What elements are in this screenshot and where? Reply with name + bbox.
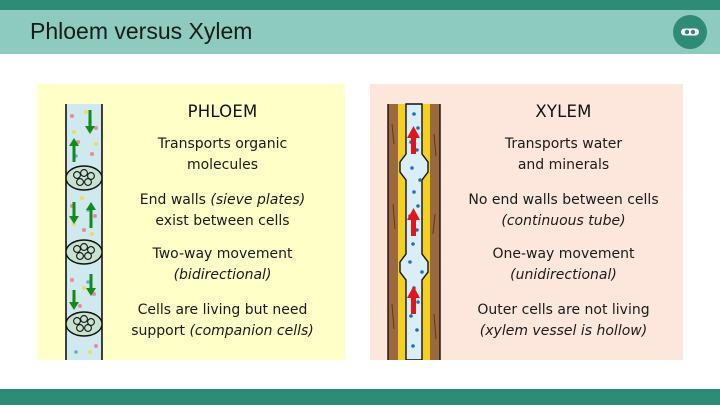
title-bar [0,10,720,54]
slide-title: Phloem versus Xylem [30,18,253,44]
phloem-function-line1: Transports organic [157,136,288,152]
phloem-end-walls-line2: exist between cells [155,213,290,229]
xylem-movement-line2: (unidirectional) [456,265,671,286]
phloem-living-note: (companion cells) [189,323,314,339]
bottom-accent-stripe [0,389,720,405]
xylem-end-walls-note: (continuous tube) [501,213,626,229]
top-accent-stripe [0,0,720,10]
xylem-living-note: (xylem vessel is hollow) [479,323,648,339]
xylem-function-line1: Transports water [504,136,623,152]
phloem-end-walls-line1: End walls (sieve plates) [115,190,330,211]
phloem-column: PHLOEM Transports organic molecules End … [115,84,330,360]
xylem-end-walls-line2: (continuous tube) [456,211,671,232]
phloem-function: Transports organic molecules [115,134,330,176]
phloem-panel: PHLOEM Transports organic molecules End … [37,84,345,360]
phloem-end-walls: End walls (sieve plates) exist between c… [115,190,330,232]
xylem-vessel-diagram [384,84,444,361]
phloem-living-line2: support (companion cells) [115,321,330,342]
phloem-end-walls-text: End walls [139,192,211,208]
xylem-living-line1: Outer cells are not living [477,302,650,318]
xylem-end-walls: No end walls between cells (continuous t… [456,190,671,232]
xylem-movement-note: (unidirectional) [510,267,617,283]
phloem-movement-note: (bidirectional) [173,267,272,283]
phloem-heading: PHLOEM [187,102,258,121]
xylem-heading: XYLEM [535,102,592,121]
phloem-movement-line1: Two-way movement [152,246,293,262]
xylem-end-walls-line1: No end walls between cells [468,192,659,208]
eyes-logo-icon [673,15,707,49]
xylem-panel: XYLEM Transports water and minerals No e… [370,84,683,361]
phloem-movement: Two-way movement (bidirectional) [115,244,330,286]
xylem-column: XYLEM Transports water and minerals No e… [456,84,671,360]
xylem-function: Transports water and minerals [456,134,671,176]
phloem-tube-diagram [62,84,106,360]
xylem-movement-line1: One-way movement [492,246,635,262]
xylem-living: Outer cells are not living (xylem vessel… [456,300,671,342]
phloem-movement-line2: (bidirectional) [115,265,330,286]
xylem-living-line2: (xylem vessel is hollow) [456,321,671,342]
xylem-function-line2: and minerals [517,157,610,173]
xylem-movement: One-way movement (unidirectional) [456,244,671,286]
phloem-living: Cells are living but need support (compa… [115,300,330,342]
phloem-living-line1: Cells are living but need [137,302,308,318]
phloem-living-text: support [131,323,190,339]
phloem-function-line2: molecules [186,157,259,173]
phloem-end-walls-note: (sieve plates) [210,192,306,208]
